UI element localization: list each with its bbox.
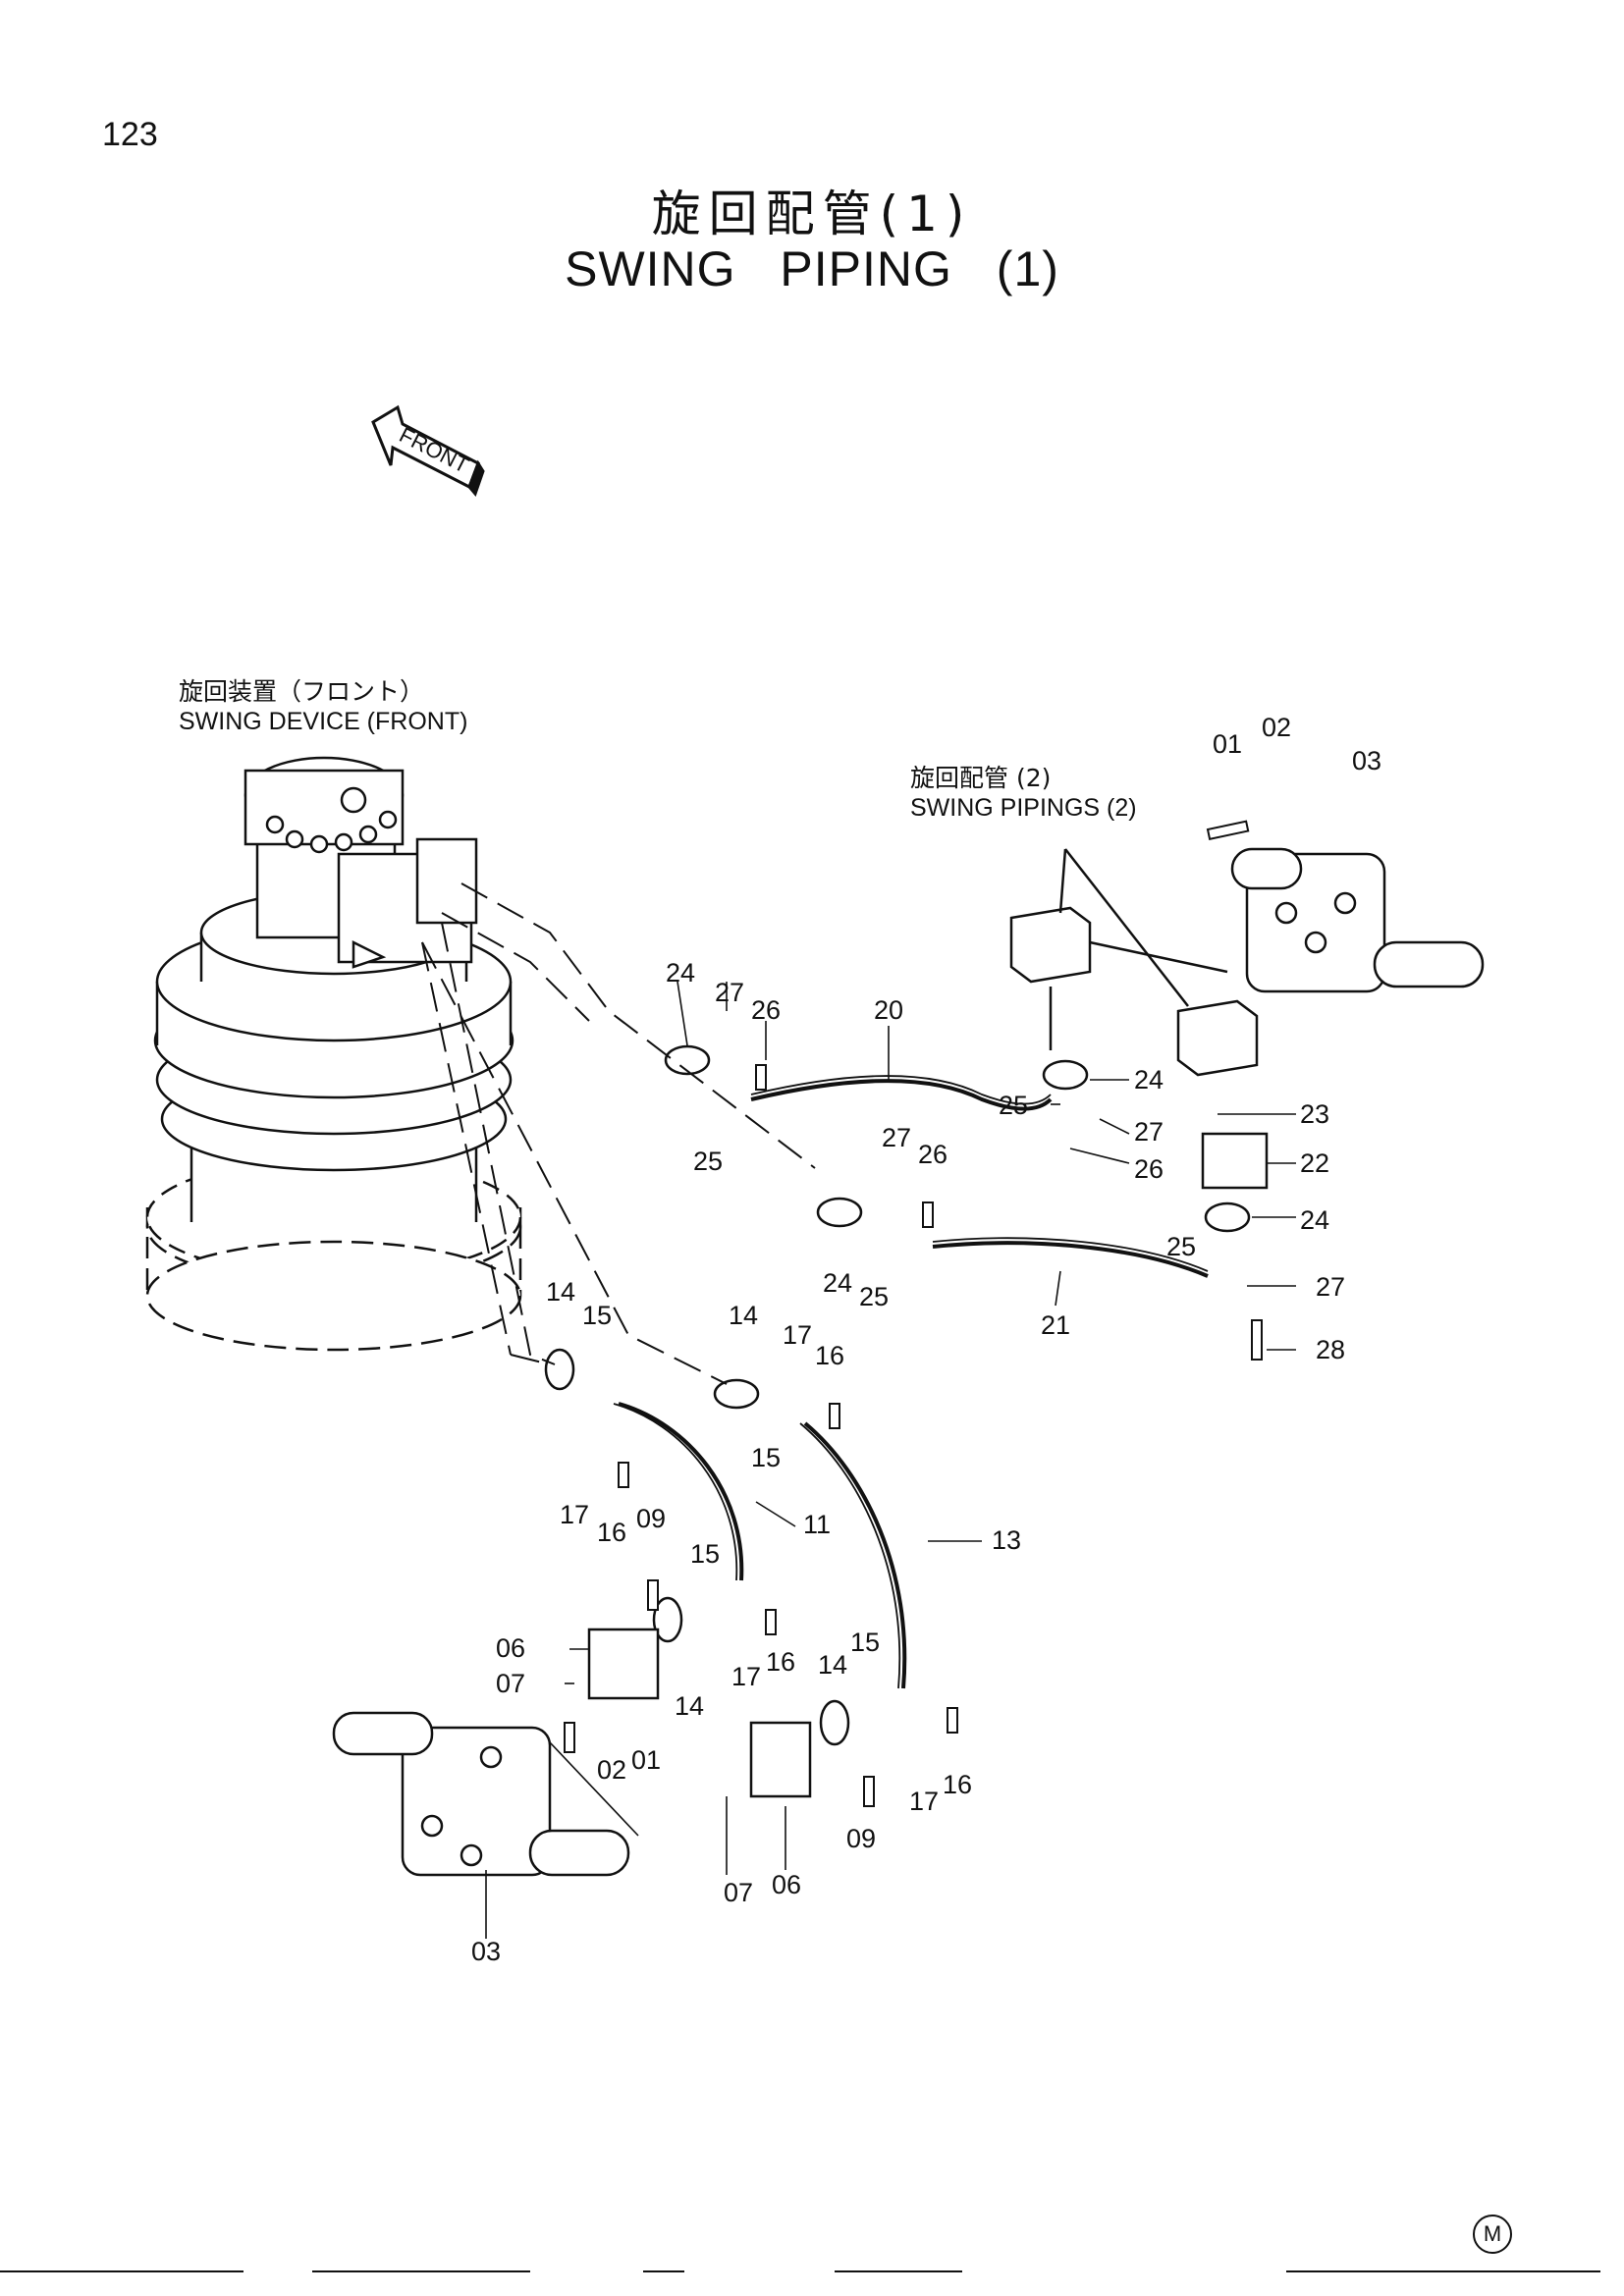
routing-lines [421, 882, 816, 1385]
callout-11: 11 [803, 1510, 832, 1539]
callout-24: 24 [1300, 1205, 1330, 1235]
callout-17: 17 [731, 1662, 762, 1691]
swing-pipings-2-blocks [1009, 848, 1259, 1077]
leader-lines [485, 981, 1296, 1939]
footer-rule [312, 2270, 530, 2272]
callout-27: 27 [715, 978, 745, 1007]
callout-25: 25 [693, 1147, 724, 1176]
callout-27: 27 [1316, 1272, 1346, 1302]
footer-rule [835, 2270, 962, 2272]
swing-pipings-label: 旋回配管 (2) SWING PIPINGS (2) [910, 764, 1137, 823]
page-number: 123 [102, 116, 158, 153]
swing-device-label-jp: 旋回装置（フロント） [179, 677, 425, 706]
swing-valve-upper [1230, 847, 1485, 993]
swing-device-label-en: SWING DEVICE (FRONT) [179, 708, 468, 735]
callout-27: 27 [882, 1123, 912, 1152]
callout-25: 25 [1166, 1232, 1197, 1261]
callout-24: 24 [666, 958, 696, 988]
swing-valve-lower [332, 1711, 630, 1877]
footer-rule [643, 2270, 684, 2272]
callout-01: 01 [1213, 729, 1243, 759]
callout-03: 03 [1352, 746, 1382, 775]
callout-16: 16 [815, 1341, 845, 1370]
callout-14: 14 [818, 1650, 848, 1680]
callout-17: 17 [909, 1787, 940, 1816]
callout-27: 27 [1134, 1117, 1164, 1147]
page-title-en: SWING PIPING (1) [565, 241, 1059, 296]
swing-device-front [145, 756, 522, 1352]
callout-13: 13 [992, 1525, 1022, 1555]
callout-24: 24 [1134, 1065, 1164, 1095]
callout-17: 17 [560, 1500, 590, 1529]
callout-02: 02 [597, 1755, 627, 1785]
callout-16: 16 [597, 1518, 627, 1547]
callout-14: 14 [546, 1277, 576, 1307]
callout-28: 28 [1316, 1335, 1346, 1364]
swing-device-label: 旋回装置（フロント） SWING DEVICE (FRONT) [179, 677, 467, 736]
circle-m-mark: M [1473, 2215, 1512, 2254]
callout-15: 15 [751, 1443, 782, 1472]
flanges [544, 1044, 1269, 1798]
callout-07: 07 [724, 1878, 754, 1907]
swing-pipings-label-en: SWING PIPINGS (2) [910, 794, 1137, 822]
callout-25: 25 [999, 1091, 1029, 1120]
callout-09: 09 [846, 1824, 877, 1853]
callout-26: 26 [918, 1140, 948, 1169]
callout-01: 01 [631, 1745, 662, 1775]
callout-03: 03 [471, 1937, 502, 1966]
callout-26: 26 [1134, 1154, 1164, 1184]
callout-26: 26 [751, 995, 782, 1025]
callout-21: 21 [1041, 1310, 1071, 1340]
callout-06: 06 [496, 1633, 526, 1663]
callout-15: 15 [690, 1539, 721, 1569]
callout-23: 23 [1300, 1099, 1330, 1129]
bolts [564, 820, 1263, 1807]
footer-rule [1286, 2270, 1600, 2272]
swing-pipings-label-jp: 旋回配管 (2) [910, 764, 1052, 792]
callout-14: 14 [729, 1301, 759, 1330]
callout-15: 15 [582, 1301, 613, 1330]
footer-rule [0, 2270, 244, 2272]
callout-15: 15 [850, 1628, 881, 1657]
callout-25: 25 [859, 1282, 890, 1311]
callout-07: 07 [496, 1669, 526, 1698]
callout-22: 22 [1300, 1148, 1330, 1178]
callout-17: 17 [783, 1320, 813, 1350]
callout-02: 02 [1262, 713, 1292, 742]
callout-06: 06 [772, 1870, 802, 1899]
front-arrow-icon: FRONT [371, 404, 485, 497]
callout-24: 24 [823, 1268, 853, 1298]
callout-16: 16 [943, 1770, 973, 1799]
page-title-jp: 旋回配管(1) [651, 186, 973, 242]
hoses [618, 1079, 1209, 1689]
callout-09: 09 [636, 1504, 667, 1533]
callout-16: 16 [766, 1647, 796, 1677]
callout-14: 14 [675, 1691, 705, 1721]
callout-20: 20 [874, 995, 904, 1025]
